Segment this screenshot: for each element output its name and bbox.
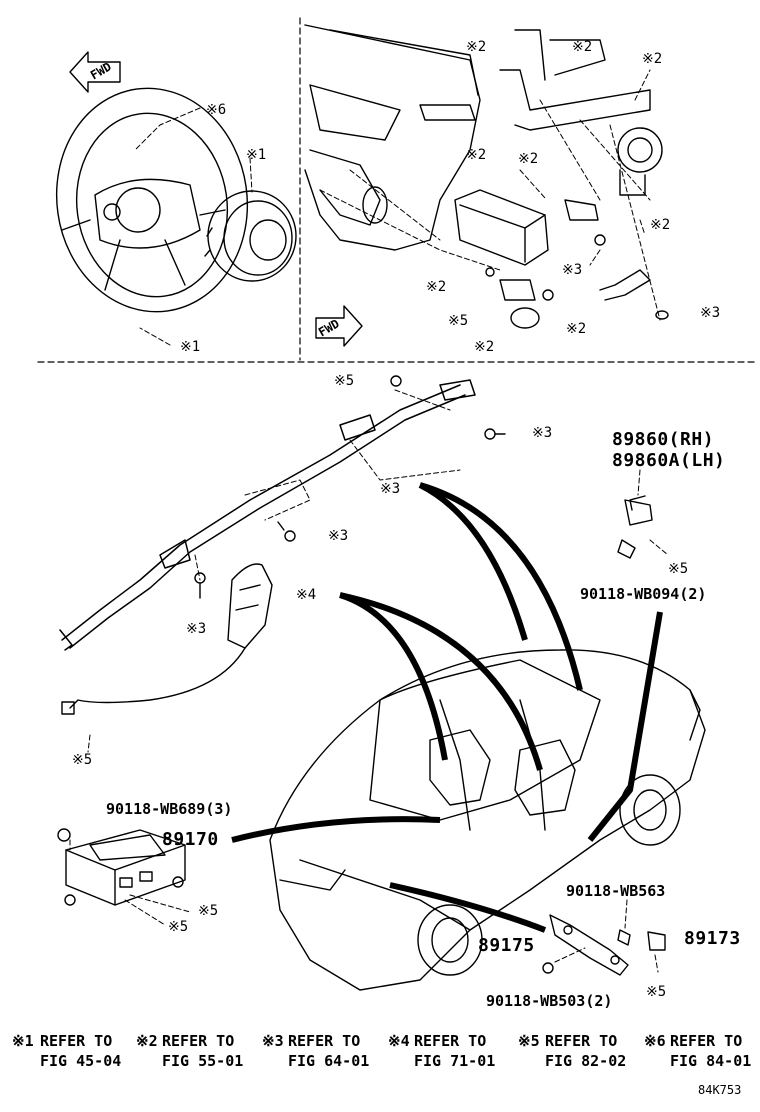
leader-lines [194, 389, 461, 581]
part-number-89860-rh: 89860(RH) [612, 429, 715, 450]
passenger-airbag-icon [454, 189, 549, 266]
ref-mark-5: ※5 [518, 1032, 540, 1050]
callout-ref-2: ※2 [572, 39, 593, 55]
leader-lines [69, 839, 191, 926]
leader-lines [319, 169, 501, 271]
callout-ref-2: ※2 [466, 147, 487, 163]
callout-ref-2: ※2 [566, 321, 587, 337]
seat-airbag-icon [61, 563, 273, 715]
callout-ref-6: ※6 [206, 102, 227, 118]
driver-airbag-icon [204, 190, 297, 282]
ref-text-4: REFER TO [414, 1032, 487, 1050]
callout-ref-3: ※3 [328, 528, 349, 544]
fwd-arrow-icon [69, 51, 121, 93]
part-number-89173: 89173 [684, 928, 741, 949]
callout-ref-4: ※4 [296, 587, 317, 603]
bolt-icon [194, 375, 506, 599]
callout-ref-5: ※5 [448, 313, 469, 329]
leader-lines [519, 69, 661, 321]
fastener-90118-wb094: 90118-WB094(2) [580, 585, 707, 603]
ref-text-6: REFER TO [670, 1032, 743, 1050]
ref-text-1: REFER TO [40, 1032, 113, 1050]
callout-ref-1: ※1 [246, 147, 267, 163]
vehicle-body-icon [269, 649, 706, 991]
airbag-sensor-icon [617, 495, 653, 559]
ref-fig-2: FIG 55-01 [162, 1052, 244, 1070]
fwd-arrow-icon [315, 305, 363, 347]
ref-mark-3: ※3 [262, 1032, 284, 1050]
callout-ref-5: ※5 [334, 373, 355, 389]
ref-fig-5: FIG 82-02 [545, 1052, 627, 1070]
callout-ref-2: ※2 [642, 51, 663, 67]
part-number-89175: 89175 [478, 935, 535, 956]
callout-ref-5: ※5 [198, 903, 219, 919]
leader-lines [637, 469, 669, 556]
ref-mark-4: ※4 [388, 1032, 410, 1050]
ref-fig-4: FIG 71-01 [414, 1052, 496, 1070]
callout-ref-1: ※1 [180, 339, 201, 355]
callout-ref-3: ※3 [186, 621, 207, 637]
callout-ref-5: ※5 [646, 984, 667, 1000]
callout-ref-2: ※2 [474, 339, 495, 355]
leader-lines [554, 899, 659, 973]
diagram-code: 84K753 [698, 1083, 742, 1097]
curtain-airbag-icon [59, 379, 476, 651]
section-dividers [37, 17, 756, 363]
callout-ref-3: ※3 [380, 481, 401, 497]
callout-ref-5: ※5 [668, 561, 689, 577]
fastener-90118-wb503: 90118-WB503(2) [486, 992, 613, 1010]
part-number-89170: 89170 [162, 829, 219, 850]
callout-ref-2: ※2 [650, 217, 671, 233]
location-pointer [231, 482, 663, 933]
part-number-89860a-lh: 89860A(LH) [612, 450, 726, 471]
callout-ref-2: ※2 [426, 279, 447, 295]
callout-ref-5: ※5 [72, 752, 93, 768]
ref-mark-1: ※1 [12, 1032, 34, 1050]
ref-mark-6: ※6 [644, 1032, 666, 1050]
callout-ref-2: ※2 [466, 39, 487, 55]
front-sensor-icon [542, 914, 666, 976]
callout-ref-5: ※5 [168, 919, 189, 935]
ref-text-3: REFER TO [288, 1032, 361, 1050]
support-beam-icon [499, 29, 663, 196]
callout-ref-3: ※3 [562, 262, 583, 278]
callout-ref-3: ※3 [532, 425, 553, 441]
callout-ref-2: ※2 [518, 151, 539, 167]
ref-fig-1: FIG 45-04 [40, 1052, 122, 1070]
ref-text-5: REFER TO [545, 1032, 618, 1050]
bracket-icon [485, 199, 669, 329]
ref-fig-3: FIG 64-01 [288, 1052, 370, 1070]
ref-mark-2: ※2 [136, 1032, 158, 1050]
airbag-control-unit-icon [57, 828, 186, 906]
fastener-90118-wb689: 90118-WB689(3) [106, 800, 233, 818]
fastener-90118-wb563: 90118-WB563 [566, 882, 666, 900]
steering-wheel-icon [55, 87, 249, 313]
leader-lines [87, 734, 91, 753]
callout-ref-3: ※3 [700, 305, 721, 321]
instrument-panel-icon [304, 24, 481, 251]
ref-fig-6: FIG 84-01 [670, 1052, 752, 1070]
ref-text-2: REFER TO [162, 1032, 235, 1050]
leader-lines [134, 107, 253, 346]
